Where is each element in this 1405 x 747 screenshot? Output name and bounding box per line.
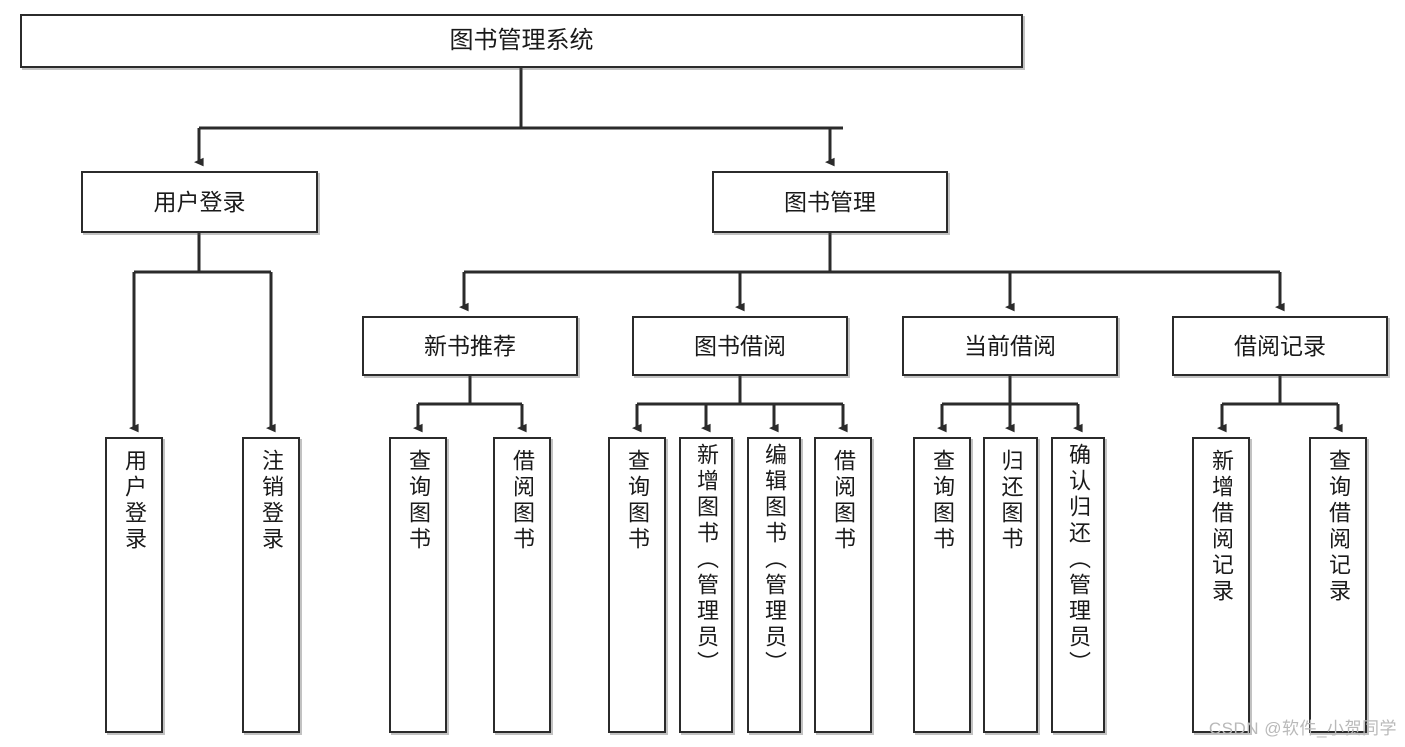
- edge-group-root: [194, 68, 843, 167]
- leaf-current-borrow-return[interactable]: 归还图书: [983, 437, 1038, 733]
- node-label: 图书管理系统: [449, 27, 594, 55]
- leaf-book-borrow-edit[interactable]: 编辑图书（管理员）: [747, 437, 801, 733]
- node-label: 用户登录: [153, 188, 246, 215]
- node-label: 查询图书: [406, 449, 431, 553]
- leaf-user-login-logout[interactable]: 注销登录: [242, 437, 300, 733]
- edge-group-new-book: [413, 376, 527, 433]
- edge-group-borrow-record: [1217, 376, 1343, 433]
- leaf-book-borrow-add[interactable]: 新增图书（管理员）: [679, 437, 733, 733]
- node-label: 借阅记录: [1234, 332, 1326, 359]
- node-new-book-recommend[interactable]: 新书推荐: [362, 316, 578, 376]
- leaf-user-login-login[interactable]: 用户登录: [105, 437, 163, 733]
- leaf-book-borrow-query[interactable]: 查询图书: [608, 437, 666, 733]
- leaf-new-book-borrow[interactable]: 借阅图书: [493, 437, 551, 733]
- node-borrow-record[interactable]: 借阅记录: [1172, 316, 1388, 376]
- leaf-current-borrow-confirm-return[interactable]: 确认归还（管理员）: [1051, 437, 1105, 733]
- node-label: 确认归还（管理员）: [1066, 443, 1091, 677]
- node-label: 归还图书: [998, 449, 1024, 553]
- node-label: 借阅图书: [831, 449, 856, 553]
- leaf-new-book-query[interactable]: 查询图书: [389, 437, 447, 733]
- node-label: 查询借阅记录: [1326, 449, 1351, 605]
- leaf-current-borrow-query[interactable]: 查询图书: [913, 437, 971, 733]
- node-label: 用户登录: [122, 449, 147, 553]
- node-label: 新书推荐: [424, 332, 516, 359]
- node-label: 新增图书（管理员）: [694, 443, 719, 677]
- node-label: 查询图书: [625, 449, 650, 553]
- node-label: 新增借阅记录: [1209, 449, 1234, 605]
- edge-group-book-borrow: [632, 376, 848, 433]
- edge-group-user-login: [129, 233, 276, 433]
- node-label: 借阅图书: [510, 449, 535, 553]
- edge-group-current-borrow: [937, 376, 1083, 433]
- edge-group-book-manage: [459, 233, 1285, 312]
- node-user-login[interactable]: 用户登录: [81, 171, 318, 233]
- node-root-system[interactable]: 图书管理系统: [20, 14, 1023, 68]
- node-label: 图书借阅: [694, 332, 786, 359]
- node-label: 编辑图书（管理员）: [762, 443, 787, 677]
- node-label: 注销登录: [259, 449, 284, 553]
- node-label: 图书管理: [784, 188, 876, 215]
- node-book-borrow[interactable]: 图书借阅: [632, 316, 848, 376]
- node-label: 查询图书: [930, 449, 955, 553]
- leaf-borrow-record-add[interactable]: 新增借阅记录: [1192, 437, 1250, 733]
- leaf-book-borrow-borrow[interactable]: 借阅图书: [814, 437, 872, 733]
- node-label: 当前借阅: [964, 332, 1056, 359]
- node-current-borrow[interactable]: 当前借阅: [902, 316, 1118, 376]
- leaf-borrow-record-query[interactable]: 查询借阅记录: [1309, 437, 1367, 733]
- node-book-management[interactable]: 图书管理: [712, 171, 948, 233]
